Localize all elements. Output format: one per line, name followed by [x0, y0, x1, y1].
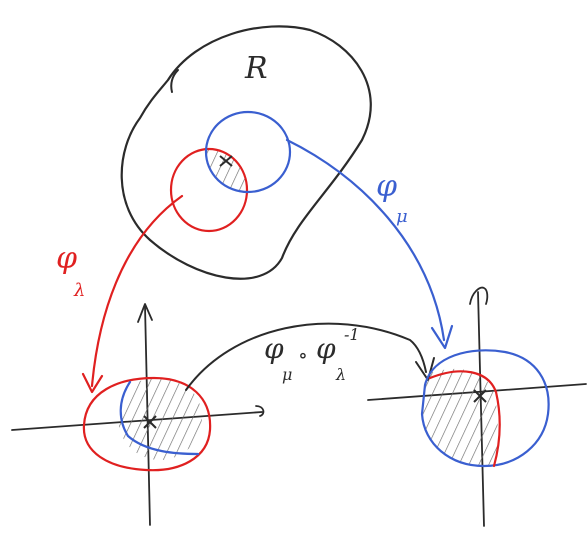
point-marker-right	[473, 389, 487, 403]
svg-text:μ: μ	[282, 365, 292, 384]
label-phi-mu: φ μ	[376, 169, 408, 227]
overlap-region-top	[207, 149, 247, 193]
image-overlap-right	[422, 368, 498, 466]
svg-text:φ: φ	[316, 332, 336, 365]
image-overlap-left	[118, 378, 202, 460]
chart-domain-mu	[204, 110, 292, 194]
manifold-tick-mark	[170, 69, 179, 93]
label-phi-lambda: φ λ	[56, 241, 85, 301]
arrow-phi-lambda-head	[81, 372, 104, 394]
image-mu-domain	[420, 349, 550, 468]
image-lambda-domain	[82, 376, 212, 472]
chart-domain-lambda	[169, 147, 249, 233]
point-marker-top	[219, 155, 233, 167]
svg-text:φ: φ	[264, 332, 284, 365]
left-coordinate-plane	[11, 303, 265, 526]
svg-text:φ: φ	[376, 169, 397, 204]
svg-text:-1: -1	[344, 325, 360, 344]
arrow-transition-map	[185, 322, 427, 391]
svg-text:∘: ∘	[298, 343, 308, 367]
svg-text:φ: φ	[56, 241, 77, 276]
arrow-phi-mu	[285, 138, 446, 342]
image-overlap-boundary-right	[428, 370, 501, 468]
svg-text:μ: μ	[396, 206, 408, 227]
manifold-outline	[120, 25, 372, 280]
arrow-phi-lambda	[90, 194, 184, 388]
right-coordinate-plane	[367, 286, 587, 527]
point-marker-left	[143, 415, 157, 429]
manifold-label: R	[244, 51, 268, 86]
svg-text:λ: λ	[73, 280, 85, 301]
label-transition-map: φ μ ∘ φ λ -1	[264, 325, 360, 384]
image-overlap-boundary-left	[119, 380, 200, 456]
arrow-phi-mu-head	[430, 324, 454, 350]
svg-text:λ: λ	[335, 365, 346, 384]
